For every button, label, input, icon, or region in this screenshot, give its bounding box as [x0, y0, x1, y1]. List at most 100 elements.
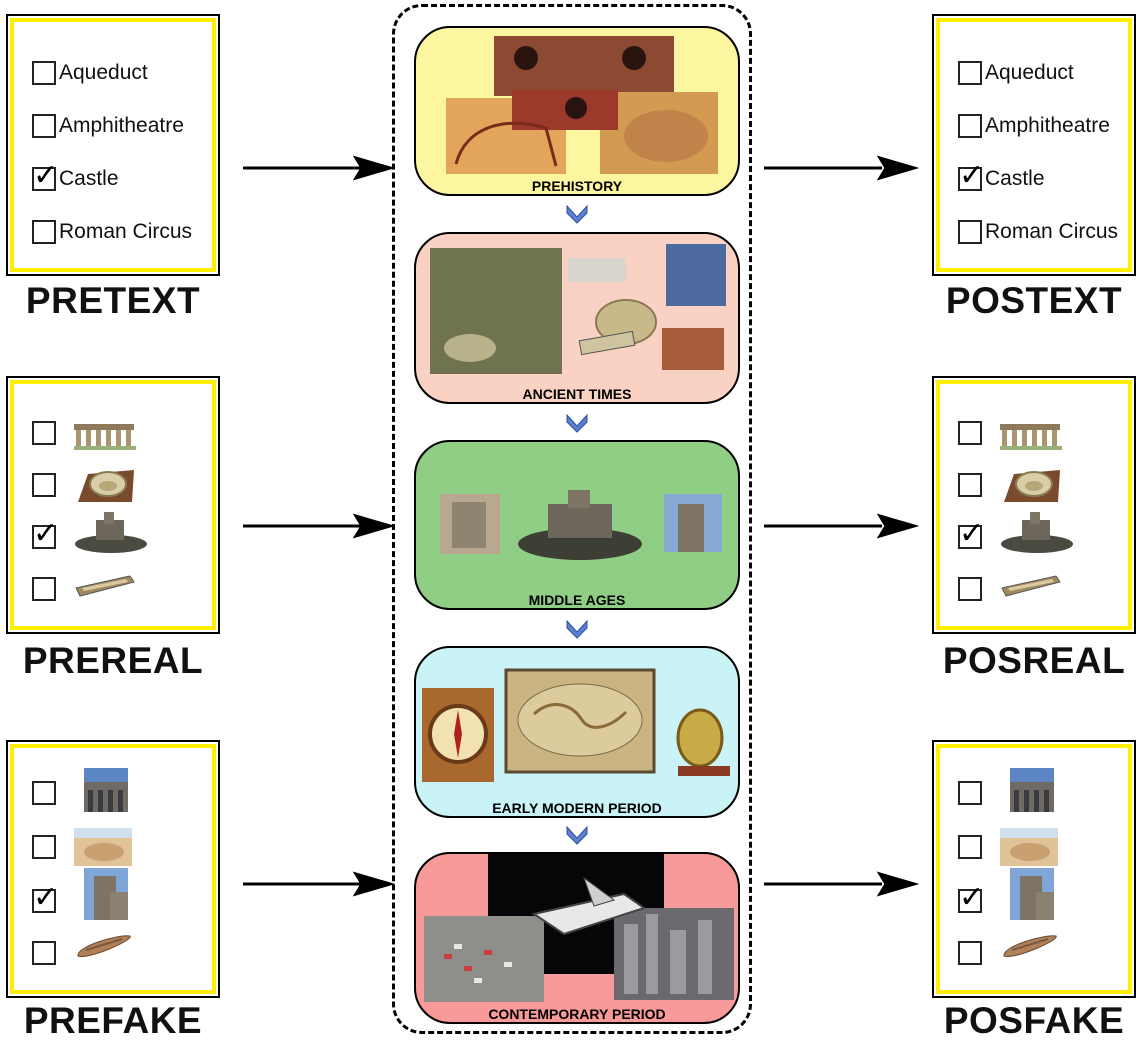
photo-row-roman-circus[interactable] — [958, 935, 1057, 968]
photo-row-roman-circus[interactable] — [32, 935, 131, 968]
checkbox[interactable] — [958, 61, 982, 85]
checklist-row-castle[interactable]: ✓ Castle — [958, 161, 1045, 194]
roman-circus-model-thumbnail — [75, 575, 135, 597]
aqueduct-photo-thumbnail — [1010, 768, 1054, 812]
checkmark-icon: ✓ — [33, 516, 59, 551]
chevron-down-icon — [566, 825, 588, 845]
checklist-row-amphitheatre[interactable]: Amphitheatre — [958, 111, 1110, 141]
photo-row-amphitheatre[interactable] — [958, 828, 1058, 866]
era-panel-middle-ages: MIDDLE AGES — [414, 440, 740, 610]
checklist-label: Aqueduct — [985, 61, 1074, 84]
checkbox-checked[interactable]: ✓ — [32, 519, 58, 549]
era-panel-early-modern-period: EARLY MODERN PERIOD — [414, 646, 740, 818]
amphitheatre-photo-thumbnail — [1000, 828, 1058, 866]
photo-row-castle[interactable]: ✓ — [958, 868, 1054, 920]
photo-row-aqueduct[interactable] — [958, 768, 1054, 812]
checkbox[interactable] — [32, 114, 56, 138]
chevron-down-icon — [566, 413, 588, 433]
checkbox[interactable] — [32, 421, 56, 445]
arrow-right-icon — [243, 155, 920, 897]
aqueduct-model-thumbnail — [74, 424, 136, 450]
checklist-label: Amphitheatre — [59, 114, 184, 137]
checklist-label: Castle — [59, 167, 119, 190]
aqueduct-model-thumbnail — [1000, 424, 1062, 450]
card-title-posfake: POSFAKE — [943, 1000, 1125, 1041]
photo-row-amphitheatre[interactable] — [32, 828, 132, 866]
era-label-early-modern-period: EARLY MODERN PERIOD — [492, 800, 662, 816]
checkbox[interactable] — [958, 114, 982, 138]
checklist-label: Roman Circus — [985, 220, 1119, 243]
amphitheatre-model-thumbnail — [78, 470, 134, 502]
image-row-roman-circus[interactable] — [958, 574, 1061, 604]
checkmark-icon: ✓ — [33, 158, 59, 193]
navigation-instruments-collage — [422, 668, 730, 782]
checkmark-icon: ✓ — [959, 516, 985, 551]
checklist-row-castle[interactable]: ✓ Castle — [32, 161, 119, 194]
checkbox[interactable] — [958, 421, 982, 445]
checkbox[interactable] — [958, 473, 982, 497]
modern-world-collage — [424, 854, 734, 1002]
roman-circus-model-thumbnail — [1001, 575, 1061, 597]
era-panel-prehistory: PREHISTORY — [414, 26, 740, 196]
checklist-row-roman-circus[interactable]: Roman Circus — [958, 217, 1118, 247]
checkbox[interactable] — [32, 835, 56, 859]
chevron-down-icon — [566, 204, 588, 224]
era-label-contemporary-period: CONTEMPORARY PERIOD — [488, 1006, 666, 1022]
photo-row-aqueduct[interactable] — [32, 768, 128, 812]
checkbox[interactable] — [958, 577, 982, 601]
checklist-row-amphitheatre[interactable]: Amphitheatre — [32, 111, 184, 141]
checkbox-checked[interactable]: ✓ — [32, 161, 58, 191]
checklist-label: Castle — [985, 167, 1045, 190]
prefake-card: ✓ — [6, 740, 220, 998]
image-row-castle[interactable]: ✓ — [958, 512, 1073, 553]
castle-model-thumbnail — [75, 512, 147, 553]
castle-collage — [440, 490, 722, 560]
roman-circus-photo-thumbnail — [77, 935, 131, 957]
era-label-middle-ages: MIDDLE AGES — [528, 592, 626, 608]
card-title-pretext: PRETEXT — [25, 280, 201, 321]
checkbox-checked[interactable]: ✓ — [32, 883, 58, 913]
era-label-ancient-times: ANCIENT TIMES — [522, 386, 632, 402]
checkbox[interactable] — [32, 781, 56, 805]
image-row-aqueduct[interactable] — [958, 418, 1062, 450]
image-row-amphitheatre[interactable] — [32, 470, 134, 502]
image-row-amphitheatre[interactable] — [958, 470, 1060, 502]
amphitheatre-model-thumbnail — [1004, 470, 1060, 502]
photo-row-castle[interactable]: ✓ — [32, 868, 128, 920]
checklist-label: Amphitheatre — [985, 114, 1110, 137]
image-row-aqueduct[interactable] — [32, 418, 136, 450]
checkbox[interactable] — [958, 835, 982, 859]
checkmark-icon: ✓ — [959, 880, 985, 915]
checklist-row-aqueduct[interactable]: Aqueduct — [958, 58, 1074, 88]
checkbox[interactable] — [32, 577, 56, 601]
checkbox[interactable] — [32, 61, 56, 85]
checklist-label: Roman Circus — [59, 220, 193, 243]
posreal-card: ✓ — [932, 376, 1136, 634]
era-panel-contemporary-period: CONTEMPORARY PERIOD — [414, 852, 740, 1024]
era-timeline-container — [392, 4, 752, 1034]
checkbox[interactable] — [958, 781, 982, 805]
castle-model-thumbnail — [1001, 512, 1073, 553]
checkbox[interactable] — [32, 220, 56, 244]
image-row-roman-circus[interactable] — [32, 574, 135, 604]
checklist-row-aqueduct[interactable]: Aqueduct — [32, 58, 148, 88]
checkmark-icon: ✓ — [959, 158, 985, 193]
checkbox[interactable] — [958, 941, 982, 965]
checkbox-checked[interactable]: ✓ — [958, 519, 984, 549]
checkbox[interactable] — [32, 941, 56, 965]
checklist-label: Aqueduct — [59, 61, 148, 84]
castle-photo-thumbnail — [84, 868, 128, 920]
checkbox[interactable] — [958, 220, 982, 244]
card-title-prefake: PREFAKE — [23, 1000, 203, 1041]
checkbox[interactable] — [32, 473, 56, 497]
era-panel-ancient-times: ANCIENT TIMES — [414, 232, 740, 404]
castle-photo-thumbnail — [1010, 868, 1054, 920]
checkbox-checked[interactable]: ✓ — [958, 161, 984, 191]
checklist-row-roman-circus[interactable]: Roman Circus — [32, 217, 192, 247]
posfake-card: ✓ — [932, 740, 1136, 998]
pretext-card: Aqueduct Amphitheatre ✓ Castle Roman Cir… — [6, 14, 220, 276]
chevron-down-icon — [566, 619, 588, 639]
checkbox-checked[interactable]: ✓ — [958, 883, 984, 913]
image-row-castle[interactable]: ✓ — [32, 512, 147, 553]
card-title-posreal: POSREAL — [942, 640, 1126, 681]
